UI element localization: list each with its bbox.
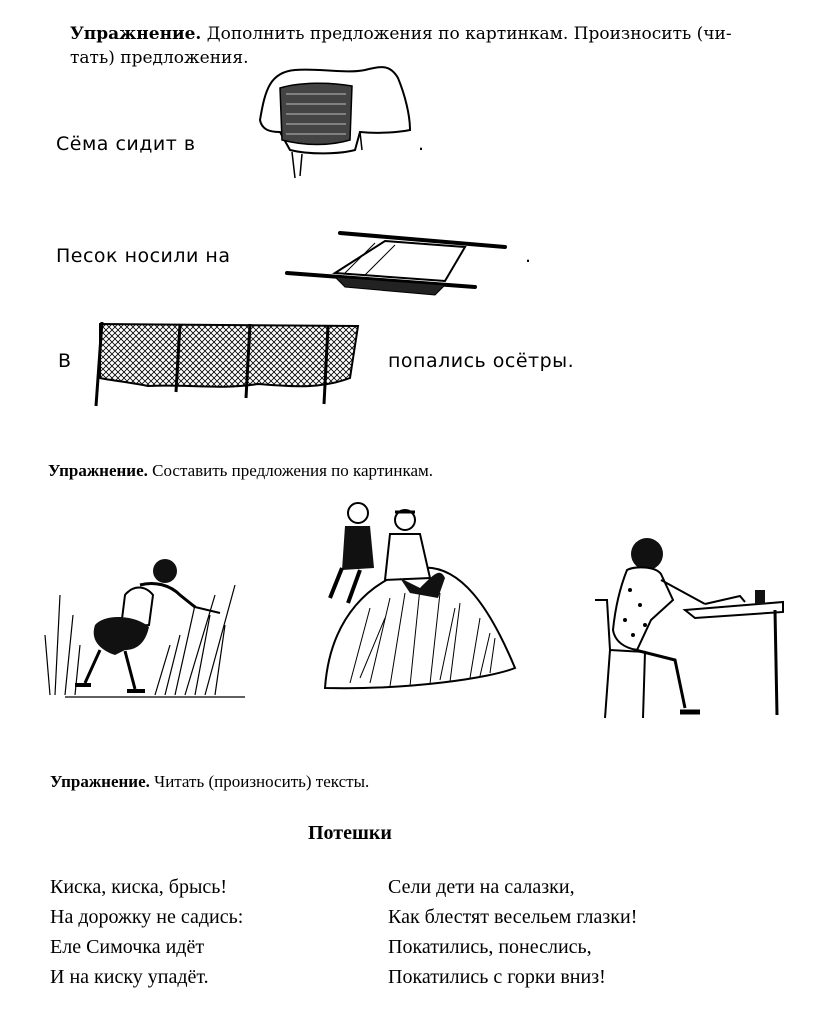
exercise-2-instructions: Упражнение. Составить предложения по кар… (48, 461, 433, 481)
sentence-2: Песок носили на (56, 245, 231, 267)
sentence-2-end: . (525, 245, 532, 267)
poem-left-line: Еле Симочка идёт (50, 936, 205, 958)
exercise-1-label: Упражнение. (70, 24, 202, 44)
stretcher-illustration (285, 231, 507, 296)
poem-left-line: Киска, киска, брысь! (50, 876, 228, 898)
poem-right-line: Покатились, понеслись, (388, 936, 592, 958)
fishing-net-illustration (94, 321, 360, 407)
poem-right-line: Покатились с горки вниз! (388, 966, 606, 988)
saddle-basket-illustration (258, 66, 412, 179)
exercise-1-text-cont: тать) предложения. (70, 48, 249, 68)
sentence-3-start: В (58, 350, 72, 372)
girl-at-desk-illustration (595, 538, 784, 719)
exercise-3-text: Читать (произносить) тексты. (154, 772, 370, 791)
exercise-3-instructions: Упражнение. Читать (произносить) тексты. (50, 772, 369, 792)
sentence-1: Сёма сидит в (56, 133, 196, 155)
exercise-3-label: Упражнение. (50, 772, 150, 791)
sentence-3-end: попались осётры. (388, 350, 575, 372)
poem-right-line: Как блестят весельем глазки! (388, 906, 638, 928)
poem-left-line: И на киску упадёт. (50, 966, 209, 988)
exercise-1-instructions: Упражнение. Дополнить предложения по кар… (70, 22, 760, 70)
boy-mowing-illustration (44, 559, 245, 698)
exercise-2-text: Составить предложения по картинкам. (152, 461, 433, 480)
poem-title: Потешки (308, 822, 392, 844)
children-on-haystack-illustration (323, 502, 517, 690)
exercise-2-label: Упражнение. (48, 461, 148, 480)
poem-left-column: Киска, киска, брысь! На дорожку не садис… (50, 872, 243, 992)
sentence-1-end: . (418, 133, 425, 155)
exercise-1-text: Дополнить предложения по картинкам. Прои… (206, 24, 732, 44)
poem-right-line: Сели дети на салазки, (388, 876, 575, 898)
poem-right-column: Сели дети на салазки, Как блестят весель… (388, 872, 637, 992)
poem-left-line: На дорожку не садись: (50, 906, 244, 928)
